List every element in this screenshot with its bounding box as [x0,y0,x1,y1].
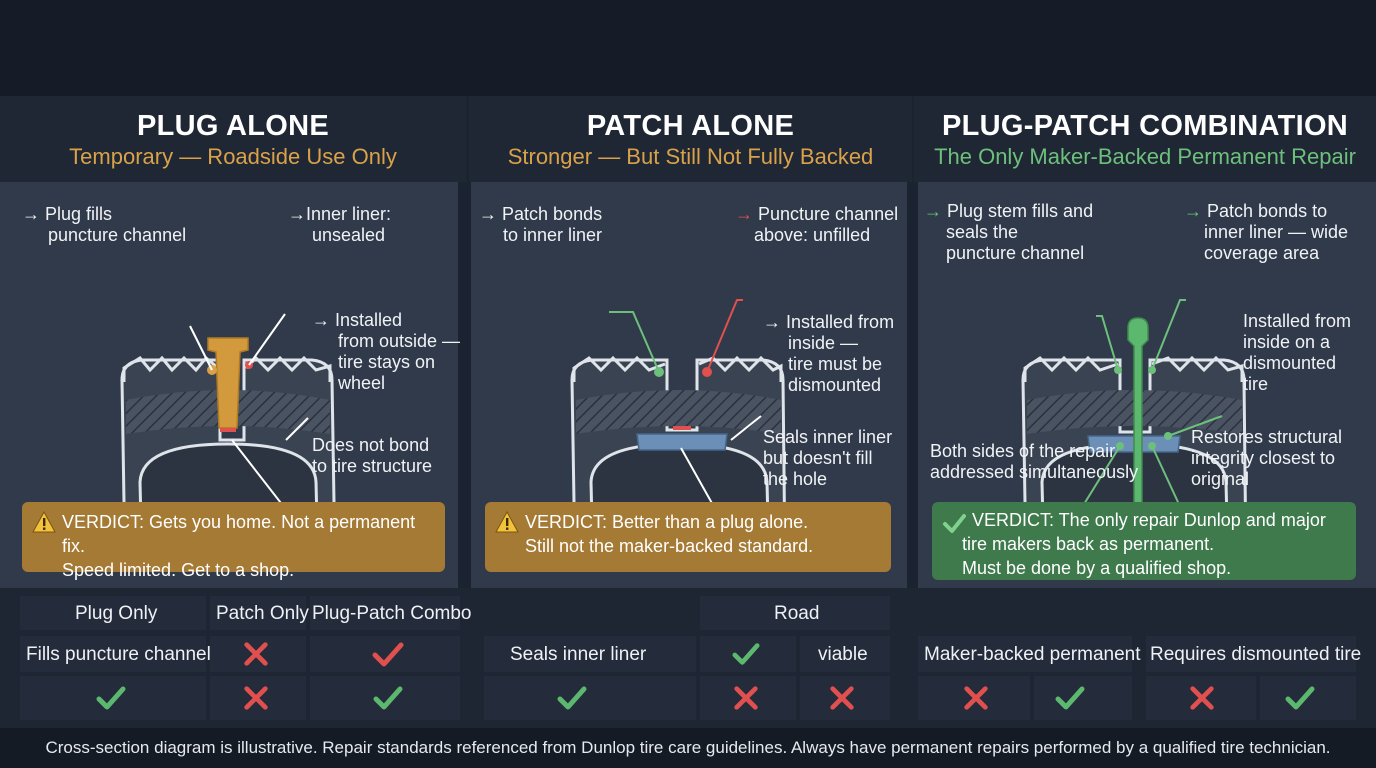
cross-icon [828,684,856,712]
verdict-box: VERDICT: Better than a plug alone. Still… [485,502,891,572]
callout-label: Both sides of the repair [930,441,1116,461]
callout-label: dismounted [1243,353,1337,373]
callout-label: → Puncture channel [735,204,899,224]
callout-label: but doesn't fill [763,448,873,468]
table-header: Plug-Patch Combo [312,603,472,624]
verdict-text: Speed limited. Get to a shop. [62,560,295,580]
tread-blocks [572,355,783,382]
tread-blocks [122,355,332,382]
callout-label: above: unfilled [754,225,871,245]
callout-label: to inner liner [503,225,603,245]
verdict-text: Must be done by a qualified shop. [962,558,1232,578]
callout-label: inside — [788,333,859,353]
column-title: PATCH ALONE [586,110,795,142]
callout-label: tire [1243,374,1269,394]
column-header: PATCH ALONE Stronger — But Still Not Ful… [469,96,912,182]
callout-label: → Installed from [763,312,895,332]
verdict-box: VERDICT: The only repair Dunlop and majo… [932,502,1356,580]
check-icon [943,514,966,533]
callout-label: inside on a [1243,332,1331,352]
column-patch-alone: PATCH ALONE Stronger — But Still Not Ful… [469,96,912,588]
check-icon [1054,683,1086,713]
check-icon [730,640,762,668]
callout-label: coverage area [1204,243,1320,263]
footer-disclaimer: Cross-section diagram is illustrative. R… [45,738,1331,757]
verdict-text: VERDICT: The only repair Dunlop and majo… [972,510,1326,530]
check-icon [372,642,404,667]
unfilled-channel-mark [673,426,691,430]
callout-label: to tire structure [312,456,433,476]
cross-icon [732,684,760,712]
verdict-text: VERDICT: Better than a plug alone. [525,512,809,532]
column-subtitle: Temporary — Roadside Use Only [69,144,397,169]
column-title: PLUG-PATCH COMBINATION [941,110,1349,142]
callout-label: the hole [763,469,828,489]
comparison-table: Plug Only Patch Only Plug-Patch Combo Ro… [0,588,1376,728]
callout-label: dismounted [788,375,882,395]
column-title: PLUG ALONE [136,110,330,142]
table-row-label: Requires dismounted tire [1150,644,1362,665]
callout-label: puncture channel [48,225,187,245]
callout-label: Seals inner liner [763,427,893,447]
column-plug-patch-combination: PLUG-PATCH COMBINATION The Only Maker-Ba… [914,96,1376,588]
top-band [0,0,1376,96]
check-icon [95,683,127,713]
callout-label: Restores structural [1191,427,1343,447]
verdict-text: Still not the maker-backed standard. [525,536,814,556]
callout-label: original [1191,469,1250,489]
diagram-panel: → Plug stem fills and seals the puncture… [918,182,1376,588]
footer: Cross-section diagram is illustrative. R… [0,728,1376,768]
table-header: Road [774,603,820,624]
warning-icon [495,511,519,533]
unsealed-liner-mark [220,428,236,432]
patch-icon [636,433,728,451]
callout-label: puncture channel [946,243,1085,263]
column-header: PLUG ALONE Temporary — Roadside Use Only [0,96,466,182]
check-icon [1284,683,1316,713]
callout-label: Does not bond [312,435,430,455]
hatched-belt [576,390,781,434]
callout-label: →Inner liner: [288,204,392,224]
column-plug-alone: PLUG ALONE Temporary — Roadside Use Only… [0,96,466,588]
table-row-label: Seals inner liner [510,644,647,665]
tread-blocks [1023,355,1244,382]
callout-label: wheel [338,373,386,393]
callout-label: Installed from [1243,311,1352,331]
callout-label: unsealed [312,225,386,245]
callout-label: addressed simultaneously [930,462,1139,482]
column-header: PLUG-PATCH COMBINATION The Only Maker-Ba… [914,96,1376,182]
column-subtitle: The Only Maker-Backed Permanent Repair [934,144,1356,169]
callout-label: tire stays on [338,352,436,372]
verdict-text: tire makers back as permanent. [962,534,1215,554]
callout-label: tire must be [788,354,883,374]
table-row-label: viable [818,644,868,665]
diagram-panel: → Plug fills puncture channel →Inner lin… [0,182,461,588]
callout-label: → Patch bonds to [1184,201,1328,221]
table-header: Patch Only [216,603,309,624]
cross-icon [242,640,270,668]
cross-icon [1188,684,1216,712]
check-icon [556,683,588,713]
callout-label: → Plug fills [22,204,113,224]
table-row-label: Fills puncture channel [26,644,211,665]
callout-label: inner liner — wide [1204,222,1349,242]
cross-icon [962,684,990,712]
callout-label: from outside — [338,331,461,351]
callout-label: integrity closest to [1191,448,1336,468]
warning-icon [32,511,56,533]
table-row-label: Maker-backed permanent [924,644,1141,665]
callout-label: → Patch bonds [479,204,603,224]
plug-icon [207,337,249,429]
callout-label: seals the [946,222,1019,242]
cross-icon [242,684,270,712]
callout-label: → Installed [312,310,403,330]
check-icon [372,683,404,713]
table-header: Plug Only [75,603,158,624]
verdict-text: VERDICT: Gets you home. Not a permanent … [62,512,416,556]
diagram-panel: → Patch bonds to inner liner → Puncture … [471,182,907,588]
callout-label: → Plug stem fills and [924,201,1094,221]
column-subtitle: Stronger — But Still Not Fully Backed [507,144,874,169]
verdict-box: VERDICT: Gets you home. Not a permanent … [22,502,445,580]
